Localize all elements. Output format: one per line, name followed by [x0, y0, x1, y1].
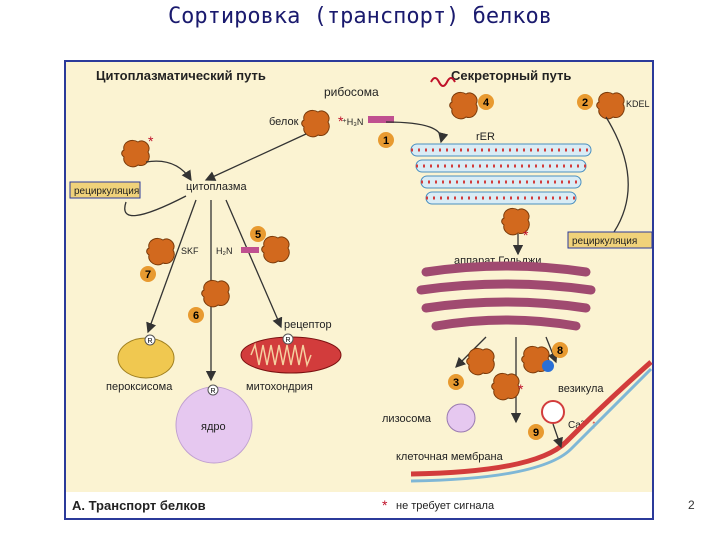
badge-8: 8 — [552, 342, 568, 358]
star-icon: * — [338, 113, 344, 129]
arrow-exocytosis — [552, 423, 563, 449]
svg-text:8: 8 — [557, 345, 563, 357]
peroxisome-organelle — [117, 337, 175, 379]
secretory-protein-2 — [596, 91, 625, 120]
caption-bar — [66, 492, 652, 518]
nucleus-label: ядро — [201, 421, 226, 433]
star-icon: * — [148, 133, 154, 149]
svg-text:R: R — [147, 338, 152, 345]
membrane-protein — [491, 372, 520, 401]
legend-label: не требует сигнала — [396, 500, 495, 512]
arrow-to-cytoplasm — [204, 133, 307, 181]
h2n-label: H₂N — [216, 246, 233, 256]
page-number: 2 — [688, 498, 695, 512]
signal-sequence-mito — [241, 247, 259, 253]
protein-label: белок — [269, 116, 299, 128]
recycling-left-label: рециркуляция — [74, 186, 139, 197]
lysosome-protein — [466, 347, 495, 376]
ribosome-protein — [301, 109, 330, 138]
receptor-r-mito — [282, 333, 294, 345]
cytoplasmic-path-label: Цитоплазматический путь — [96, 68, 266, 83]
slide-title: Сортировка (транспорт) белков — [167, 4, 553, 29]
svg-text:4: 4 — [483, 97, 490, 109]
badge-9: 9 — [528, 424, 544, 440]
receptor-dot-blue — [542, 360, 554, 372]
receptor-label: рецептор — [284, 319, 332, 331]
skf-protein — [146, 237, 175, 266]
svg-text:6: 6 — [193, 310, 199, 322]
skf-label: SKF — [181, 246, 199, 256]
badge-1: 1 — [378, 132, 394, 148]
nucleus-protein — [201, 279, 230, 308]
rer-label: rER — [476, 131, 495, 143]
ca-label: Ca²⁺ — [568, 420, 589, 431]
svg-text:5: 5 — [255, 229, 261, 241]
mitochondrion-label: митохондрия — [246, 381, 313, 393]
badge-3: 3 — [448, 374, 464, 390]
arrow-recycle-back — [145, 160, 192, 182]
arrow-to-vesicle — [545, 336, 558, 364]
recycling-right-label: рециркуляция — [572, 236, 637, 247]
legend-star-icon: * — [382, 497, 388, 513]
svg-text:R: R — [210, 388, 215, 395]
vesicle-label: везикула — [558, 383, 604, 395]
star-icon: * — [523, 227, 529, 243]
badge-5: 5 — [250, 226, 266, 242]
badge-6: 6 — [188, 307, 204, 323]
arrow-to-mitochondrion — [225, 199, 283, 329]
kdel-label: KDEL — [626, 99, 650, 109]
caption-label: А. Транспорт белков — [72, 498, 206, 513]
recycling-box-right — [567, 231, 653, 249]
star-icon: * — [518, 381, 524, 397]
cytoplasm-protein — [121, 139, 150, 168]
golgi-apparatus — [416, 261, 596, 331]
lysosome-organelle — [446, 403, 476, 433]
recycle-loop — [124, 195, 187, 217]
mitochondrion-cristae — [250, 342, 312, 368]
arrow-to-peroxisome — [146, 199, 197, 334]
peroxisome-label: пероксисома — [106, 381, 173, 393]
svg-text:7: 7 — [145, 269, 151, 281]
lysosome-label: лизосома — [382, 413, 432, 425]
badge-7: 7 — [140, 266, 156, 282]
receptor-r-nucleus — [207, 384, 219, 396]
badge-4: 4 — [478, 94, 494, 110]
secretory-path-label: Секреторный путь — [451, 68, 571, 83]
rough-er — [410, 143, 592, 205]
h3n-label: ⁺H₃N — [342, 117, 363, 127]
arrow-to-rer — [385, 121, 449, 144]
badge-2: 2 — [577, 94, 593, 110]
cell-membrane-inner — [410, 367, 653, 483]
mito-protein — [261, 235, 290, 264]
svg-text:2: 2 — [582, 97, 588, 109]
svg-text:3: 3 — [453, 377, 459, 389]
svg-text:R: R — [285, 337, 290, 344]
diagram-frame: Цитоплазматический путь Секреторный путь… — [64, 60, 654, 520]
secretory-protein-4 — [449, 91, 478, 120]
receptor-r-peroxisome — [144, 334, 156, 346]
recycling-box-left — [69, 181, 141, 199]
arrow-kdel-loop — [605, 116, 629, 233]
svg-text:9: 9 — [533, 427, 539, 439]
cell-membrane — [410, 360, 653, 477]
cell-membrane-label: клеточная мембрана — [396, 451, 504, 463]
signal-sequence — [368, 116, 394, 123]
svg-text:1: 1 — [383, 135, 389, 147]
ribosome-label: рибосома — [324, 85, 379, 99]
cytoplasm-label: цитоплазма — [186, 181, 247, 193]
mrna-strand — [430, 77, 456, 87]
secretory-vesicle — [541, 400, 565, 424]
